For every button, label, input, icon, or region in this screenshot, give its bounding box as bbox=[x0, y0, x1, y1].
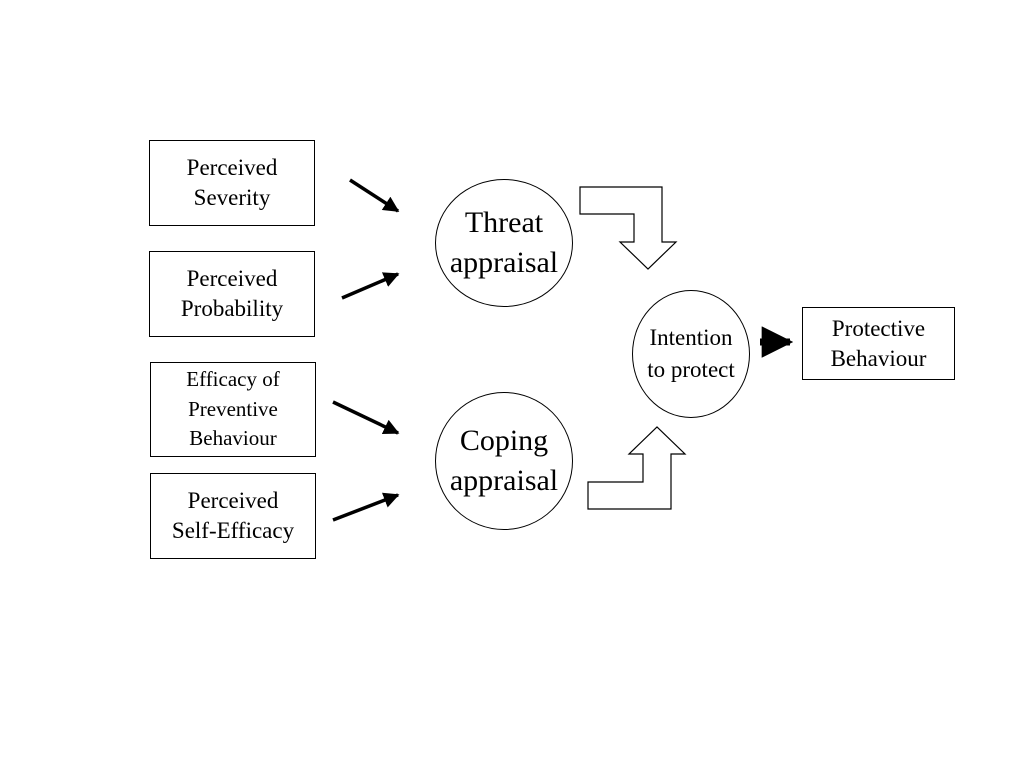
arrow-probability-to-threat bbox=[341, 272, 400, 300]
protective-behaviour-box: Protective Behaviour bbox=[802, 307, 955, 380]
factor-perceived-probability: Perceived Probability bbox=[149, 251, 315, 337]
protective-behaviour-label: Protective Behaviour bbox=[830, 315, 927, 371]
coping-appraisal-label: Coping appraisal bbox=[449, 423, 559, 498]
arrow-severity-to-threat bbox=[349, 178, 400, 213]
block-arrow-threat-to-intention bbox=[579, 186, 678, 270]
factor-perceived-severity-label: Perceived Severity bbox=[186, 155, 278, 210]
intention-to-protect-node: Intention to protect bbox=[632, 290, 750, 418]
factor-efficacy-of-preventive-behaviour: Efficacy of Preventive Behaviour bbox=[150, 362, 316, 457]
threat-appraisal-label: Threat appraisal bbox=[449, 205, 559, 280]
arrow-self-efficacy-to-coping bbox=[332, 492, 400, 522]
factor-perceived-probability-label: Perceived Probability bbox=[180, 266, 284, 321]
factor-perceived-self-efficacy-label: Perceived Self-Efficacy bbox=[171, 488, 295, 543]
block-arrow-coping-to-intention bbox=[587, 426, 687, 510]
factor-perceived-severity: Perceived Severity bbox=[149, 140, 315, 226]
arrow-efficacy-to-coping bbox=[332, 400, 400, 435]
intention-to-protect-label: Intention to protect bbox=[647, 324, 735, 382]
coping-appraisal-node: Coping appraisal bbox=[435, 392, 573, 530]
factor-perceived-self-efficacy: Perceived Self-Efficacy bbox=[150, 473, 316, 559]
threat-appraisal-node: Threat appraisal bbox=[435, 179, 573, 307]
factor-efficacy-label: Efficacy of Preventive Behaviour bbox=[186, 367, 280, 451]
